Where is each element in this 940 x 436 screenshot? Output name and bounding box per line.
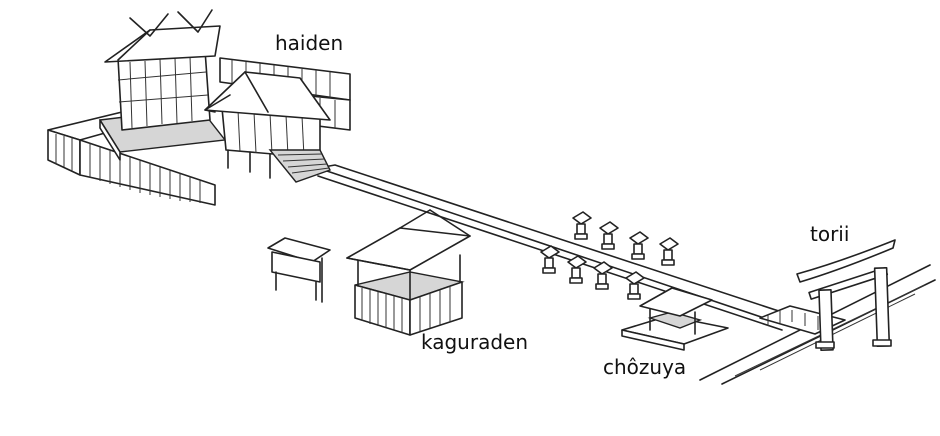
stone-lanterns bbox=[540, 211, 679, 300]
label-torii: torii bbox=[810, 222, 850, 246]
label-kaguraden: kaguraden bbox=[421, 330, 529, 354]
notice-board bbox=[267, 237, 331, 303]
chozuya-pavilion bbox=[621, 287, 729, 351]
kaguraden-building bbox=[346, 209, 471, 336]
haiden-complex bbox=[47, 9, 351, 206]
label-haiden: haiden bbox=[275, 31, 344, 55]
label-chozuya: chôzuya bbox=[603, 355, 687, 379]
torii-gate bbox=[796, 239, 896, 351]
